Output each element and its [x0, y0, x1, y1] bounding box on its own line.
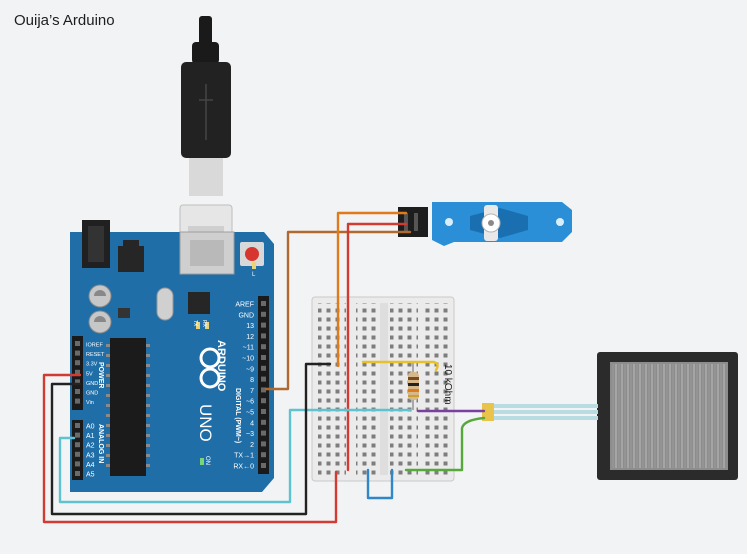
analog-header[interactable]	[72, 420, 83, 480]
diagram-title: Ouija’s Arduino	[14, 12, 115, 29]
wire-green-sensor[interactable]	[404, 416, 486, 472]
wire-yellow-jumper[interactable]	[361, 360, 439, 372]
power-pin-hole[interactable]	[75, 341, 80, 346]
digital-pin-hole[interactable]	[261, 355, 266, 360]
digital-pin-label: RX←0	[233, 464, 254, 471]
digital-pin-hole[interactable]	[261, 419, 266, 425]
arduino-brand: ARDUINO	[215, 340, 227, 392]
wire-analog-cyan[interactable]	[58, 408, 412, 504]
digital-pin-label: AREF	[235, 302, 254, 309]
digital-pin-label: GND	[238, 312, 254, 319]
usb-cable-icon	[179, 16, 233, 268]
force-sensor-icon[interactable]	[482, 352, 738, 480]
digital-pin-hole[interactable]	[261, 365, 266, 371]
resistor-label: 10 kOhm	[442, 364, 453, 405]
digital-pin-hole[interactable]	[261, 398, 266, 404]
digital-pin-label: ~10	[242, 356, 254, 363]
digital-pin-label: TX→1	[234, 453, 254, 460]
breadboard-icon[interactable]	[311, 296, 455, 482]
power-pin-label: IOREF	[86, 343, 103, 349]
wire-servo-ground-red[interactable]	[346, 222, 408, 472]
on-led-label: ON	[204, 456, 210, 465]
analog-pin-hole[interactable]	[75, 451, 80, 457]
digital-pin-label: ~6	[246, 399, 254, 406]
power-pin-label: GND	[86, 391, 98, 397]
power-pin-hole[interactable]	[75, 389, 80, 394]
analog-pin-hole[interactable]	[75, 432, 80, 438]
analog-pin-hole[interactable]	[75, 423, 80, 428]
digital-pin-hole[interactable]	[261, 322, 266, 328]
digital-pin-label: 7	[250, 388, 254, 395]
digital-pin-hole[interactable]	[261, 441, 266, 447]
digital-header-label: DIGITAL (PWM~)	[234, 388, 241, 443]
analog-pin-label: A3	[86, 452, 95, 459]
power-pin-label: 3.3V	[86, 362, 98, 368]
digital-pin-label: ~3	[246, 431, 254, 438]
power-header-label: POWER	[97, 362, 104, 388]
digital-pin-label: ~11	[243, 345, 254, 352]
power-pin-hole[interactable]	[75, 350, 80, 356]
servo-motor-icon[interactable]	[398, 202, 572, 246]
power-pin-label: 5V	[86, 371, 93, 377]
power-pin-hole[interactable]	[75, 369, 80, 375]
digital-pin-hole[interactable]	[261, 409, 266, 414]
analog-pin-hole[interactable]	[75, 471, 80, 476]
analog-pin-hole[interactable]	[75, 461, 80, 467]
arduino-uno-board[interactable]: ARDUINO UNO DIGITAL (PWM~) POWER ANALOG …	[70, 220, 274, 492]
power-pin-label: RESET	[86, 352, 105, 358]
arduino-model: UNO	[196, 404, 215, 442]
rx-led-label: RX	[201, 320, 207, 328]
digital-pin-hole[interactable]	[261, 344, 266, 350]
wire-blue-jumper[interactable]	[366, 468, 394, 500]
digital-pin-label: 2	[250, 442, 254, 449]
wire-servo-power-orange[interactable]	[336, 211, 408, 368]
resistor-icon[interactable]	[408, 362, 419, 410]
digital-pin-hole[interactable]	[261, 430, 266, 436]
digital-pin-label: 12	[246, 334, 254, 341]
digital-pin-hole[interactable]	[261, 463, 266, 468]
power-pin-label: Vin	[86, 400, 94, 406]
digital-pin-label: ~9	[246, 366, 254, 373]
analog-pin-label: A0	[86, 424, 95, 431]
digital-pin-hole[interactable]	[261, 387, 266, 393]
digital-pin-hole[interactable]	[261, 311, 266, 317]
tx-led-label: TX	[192, 320, 198, 327]
digital-header[interactable]	[258, 296, 269, 474]
digital-pin-hole[interactable]	[261, 452, 266, 458]
analog-pin-label: A4	[86, 462, 95, 469]
digital-pin-hole[interactable]	[261, 333, 266, 339]
analog-header-label: ANALOG IN	[97, 424, 104, 463]
analog-pin-hole[interactable]	[75, 442, 80, 448]
analog-pin-label: A5	[86, 472, 95, 479]
power-pin-hole[interactable]	[75, 398, 80, 404]
analog-pin-label: A1	[86, 433, 95, 440]
power-pin-label: GND	[86, 381, 98, 387]
wire-5v-red[interactable]	[42, 373, 338, 524]
arduino-logo-icon	[199, 347, 221, 389]
l-led-label: L	[252, 272, 256, 278]
analog-pin-label: A2	[86, 443, 95, 450]
power-pin-hole[interactable]	[75, 379, 80, 385]
digital-pin-label: 8	[250, 377, 254, 384]
digital-pin-label: ~5	[246, 410, 254, 417]
digital-pin-hole[interactable]	[261, 301, 266, 306]
power-pin-hole[interactable]	[75, 360, 80, 366]
digital-pin-label: 13	[246, 323, 254, 330]
digital-pin-label: 4	[250, 420, 254, 427]
digital-pin-hole[interactable]	[261, 376, 266, 382]
wire-ground-black[interactable]	[50, 362, 332, 516]
